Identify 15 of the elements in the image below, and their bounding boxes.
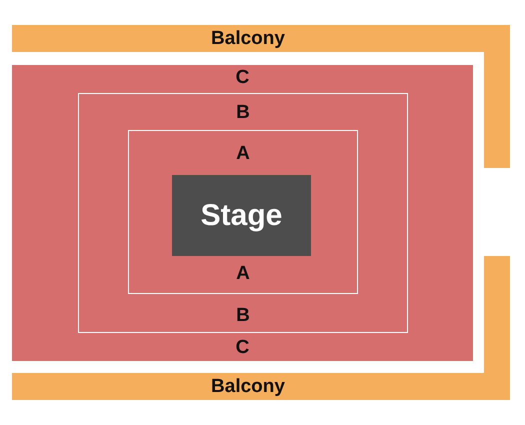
section-label: B [236, 102, 250, 124]
section-label: C [236, 337, 250, 359]
balcony-section [12, 25, 510, 168]
section-label: B [236, 305, 250, 327]
seating-section [12, 65, 473, 361]
balcony-section [12, 256, 510, 400]
section-label: A [236, 143, 250, 165]
section-label: Balcony [211, 376, 285, 398]
stage-label: Stage [200, 198, 282, 232]
stage [172, 175, 311, 256]
section-label: A [236, 263, 250, 285]
section-label: Balcony [211, 28, 285, 50]
seating-section [128, 130, 358, 294]
section-label: C [236, 67, 250, 89]
seating-section [78, 93, 408, 333]
